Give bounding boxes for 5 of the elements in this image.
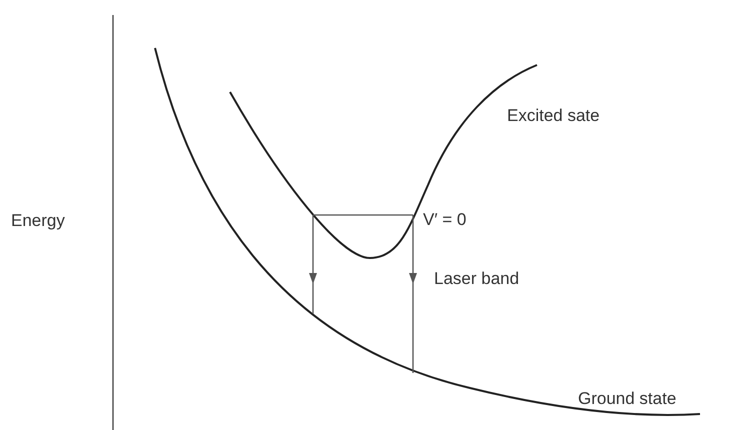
- axis-label: Energy: [11, 211, 65, 232]
- level-label: V′ = 0: [423, 210, 466, 230]
- curve-label: Excited sate: [507, 106, 600, 126]
- curve-label: Ground state: [578, 389, 676, 410]
- band-label: Laser band: [434, 269, 520, 290]
